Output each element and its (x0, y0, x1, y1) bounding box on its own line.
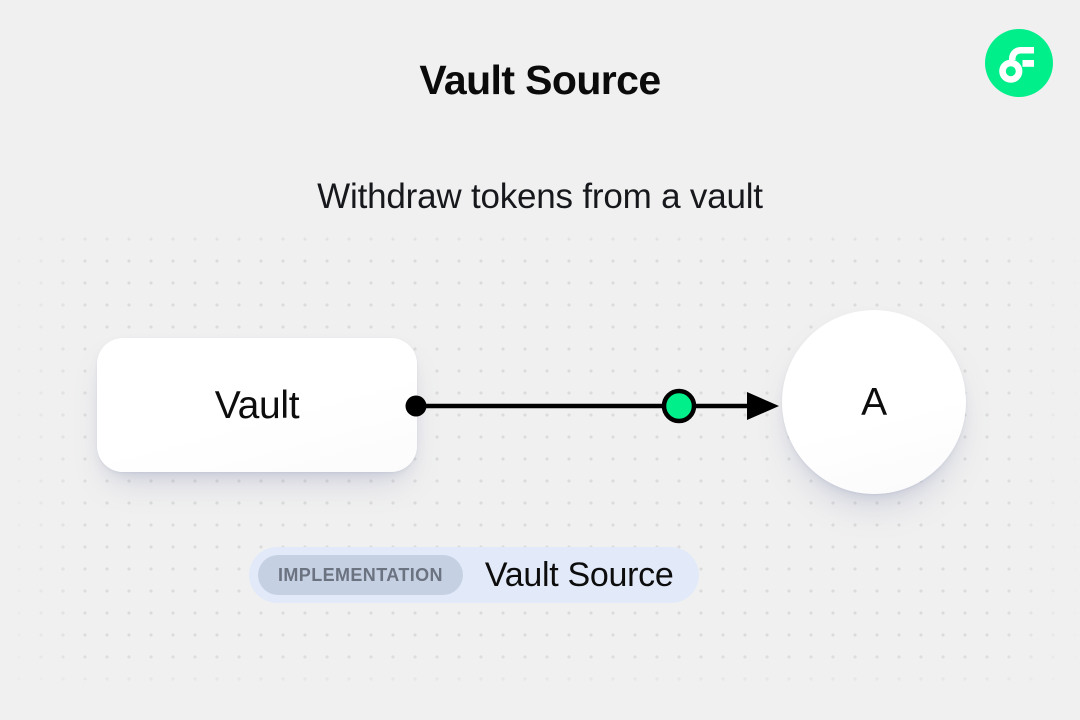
implementation-badge: IMPLEMENTATION Vault Source (249, 547, 700, 603)
node-label-vault: Vault (214, 383, 300, 427)
flow-logo-icon (984, 28, 1054, 98)
implementation-name: Vault Source (484, 556, 674, 594)
implementation-chip-label: IMPLEMENTATION (278, 565, 443, 585)
page-subtitle: Withdraw tokens from a vault (317, 177, 763, 216)
diagram-node-a[interactable]: A (782, 310, 966, 494)
arrowhead-icon (747, 392, 779, 420)
page-title: Vault Source (419, 57, 661, 103)
edge-midpoint-dot[interactable] (661, 388, 697, 424)
implementation-chip: IMPLEMENTATION (258, 555, 463, 595)
diagram-node-vault[interactable]: Vault (97, 338, 417, 472)
node-label-a: A (861, 380, 887, 424)
